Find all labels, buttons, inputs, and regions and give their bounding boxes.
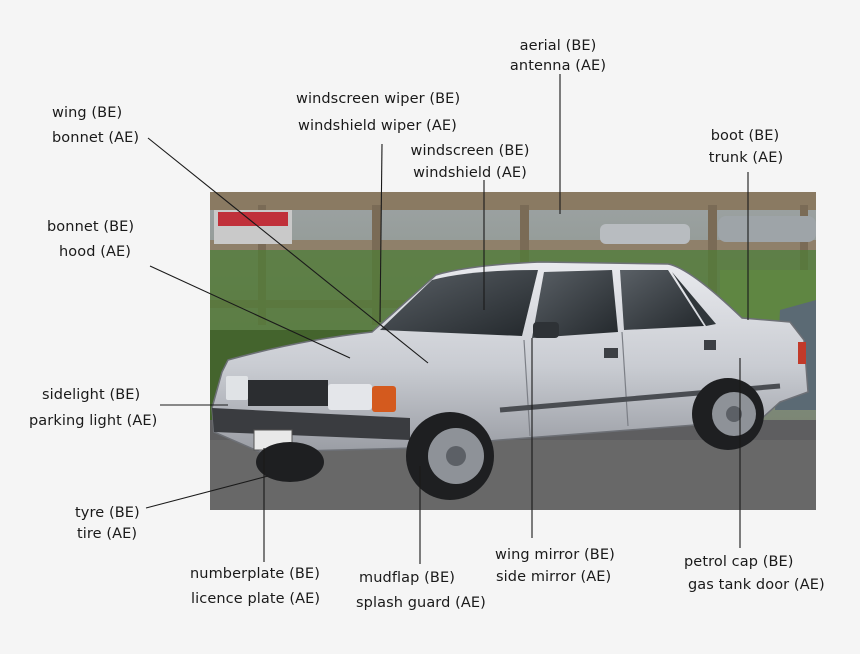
label-boot-be: boot (BE) bbox=[710, 128, 780, 144]
label-wing-mirror-be: wing mirror (BE) bbox=[495, 547, 615, 563]
label-numberplate-be: numberplate (BE) bbox=[190, 566, 320, 582]
label-licence-plate-ae: licence plate (AE) bbox=[191, 591, 321, 607]
label-tyre-be: tyre (BE) bbox=[75, 505, 140, 521]
label-antenna-ae: antenna (AE) bbox=[509, 58, 607, 74]
label-wiper-ae: windshield wiper (AE) bbox=[298, 118, 457, 134]
label-tire-ae: tire (AE) bbox=[77, 526, 138, 542]
label-windscreen-be: windscreen (BE) bbox=[410, 143, 530, 159]
label-windshield-ae: windshield (AE) bbox=[413, 165, 527, 181]
label-mudflap-be: mudflap (BE) bbox=[359, 570, 455, 586]
label-aerial-be: aerial (BE) bbox=[519, 38, 597, 54]
label-sidelight-be: sidelight (BE) bbox=[42, 387, 141, 403]
leader-bonnet bbox=[149, 265, 351, 359]
label-parking-light-ae: parking light (AE) bbox=[29, 413, 158, 429]
label-trunk-ae: trunk (AE) bbox=[708, 150, 784, 166]
leader-wing bbox=[147, 137, 429, 364]
label-splash-guard-ae: splash guard (AE) bbox=[356, 595, 486, 611]
leader-tyre bbox=[145, 475, 269, 509]
label-bonnet-be: bonnet (BE) bbox=[47, 219, 135, 235]
label-wiper-be: windscreen wiper (BE) bbox=[296, 91, 461, 107]
label-wing-be: wing (BE) bbox=[52, 105, 123, 121]
label-petrol-cap-be: petrol cap (BE) bbox=[684, 554, 794, 570]
leader-wiper bbox=[379, 143, 383, 323]
label-side-mirror-ae: side mirror (AE) bbox=[496, 569, 612, 585]
label-gas-tank-door-ae: gas tank door (AE) bbox=[688, 577, 825, 593]
label-hood-ae: hood (AE) bbox=[59, 244, 132, 260]
label-bonnet-ae: bonnet (AE) bbox=[52, 130, 140, 146]
